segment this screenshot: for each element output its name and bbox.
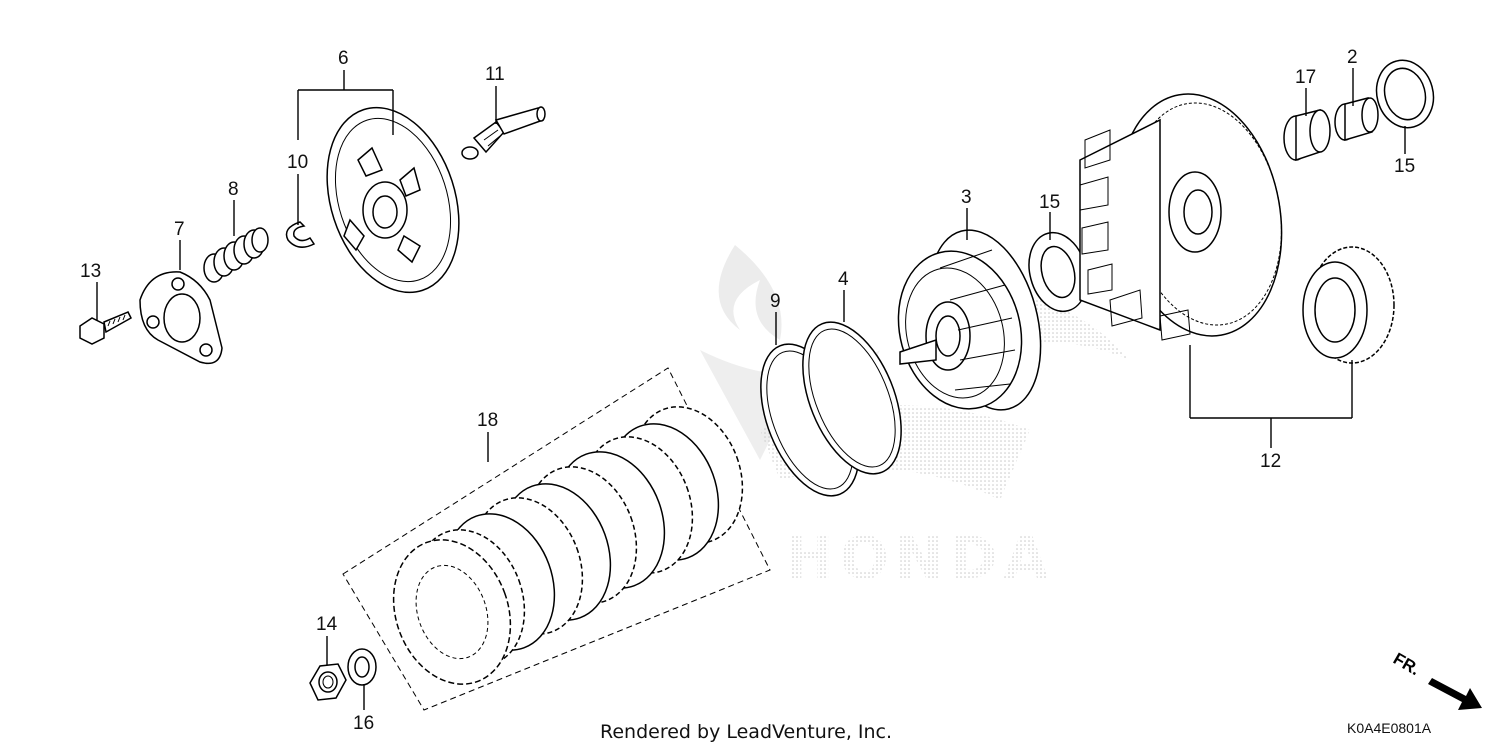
part-8-spring [203,227,269,283]
callout-13: 13 [80,261,101,282]
front-direction-indicator: FR. [1390,649,1482,710]
part-13-bolt [79,311,132,345]
callout-17: 17 [1295,67,1316,88]
part-12-clutch-outer [1079,93,1283,341]
leader-lines [96,68,1406,710]
callout-16: 16 [353,713,374,734]
part-3-clutch-center [897,229,1042,411]
part-15-washer-right [1375,59,1435,129]
callout-6: 6 [338,48,349,69]
callout-9: 9 [770,291,781,312]
part-12-gear [1302,246,1395,364]
callout-4: 4 [838,269,849,290]
part-7-plate [139,271,223,365]
watermark-brand: HONDA [785,524,1054,592]
footer-credit: Rendered by LeadVenture, Inc. [600,721,892,743]
part-16-washer [347,648,377,686]
part-14-nut [309,663,347,701]
callout-7: 7 [174,219,185,240]
callout-18: 18 [477,410,498,431]
callout-8: 8 [228,179,239,200]
direction-label: FR. [1390,649,1423,679]
part-15-thrust-washer [1028,231,1088,313]
callout-3: 3 [961,187,972,208]
part-17-needle-bearing [1283,109,1331,162]
callout-15-left: 15 [1039,192,1060,213]
part-2-collar [1334,97,1379,142]
callout-11: 11 [485,64,505,85]
part-6-pressure-plate [326,106,460,294]
callout-2: 2 [1347,47,1358,68]
callout-10: 10 [287,152,308,173]
callout-12: 12 [1260,451,1281,472]
part-18-clutch-disc-set [342,367,771,711]
part-11-lifter-rod [461,106,546,160]
callout-15-right: 15 [1394,156,1415,177]
part-10-circlip [285,221,316,248]
diagram-code: K0A4E0801A [1347,720,1432,736]
callout-14: 14 [316,614,338,635]
front-direction-arrow-icon [1428,678,1482,710]
part-4-ring [802,321,902,475]
